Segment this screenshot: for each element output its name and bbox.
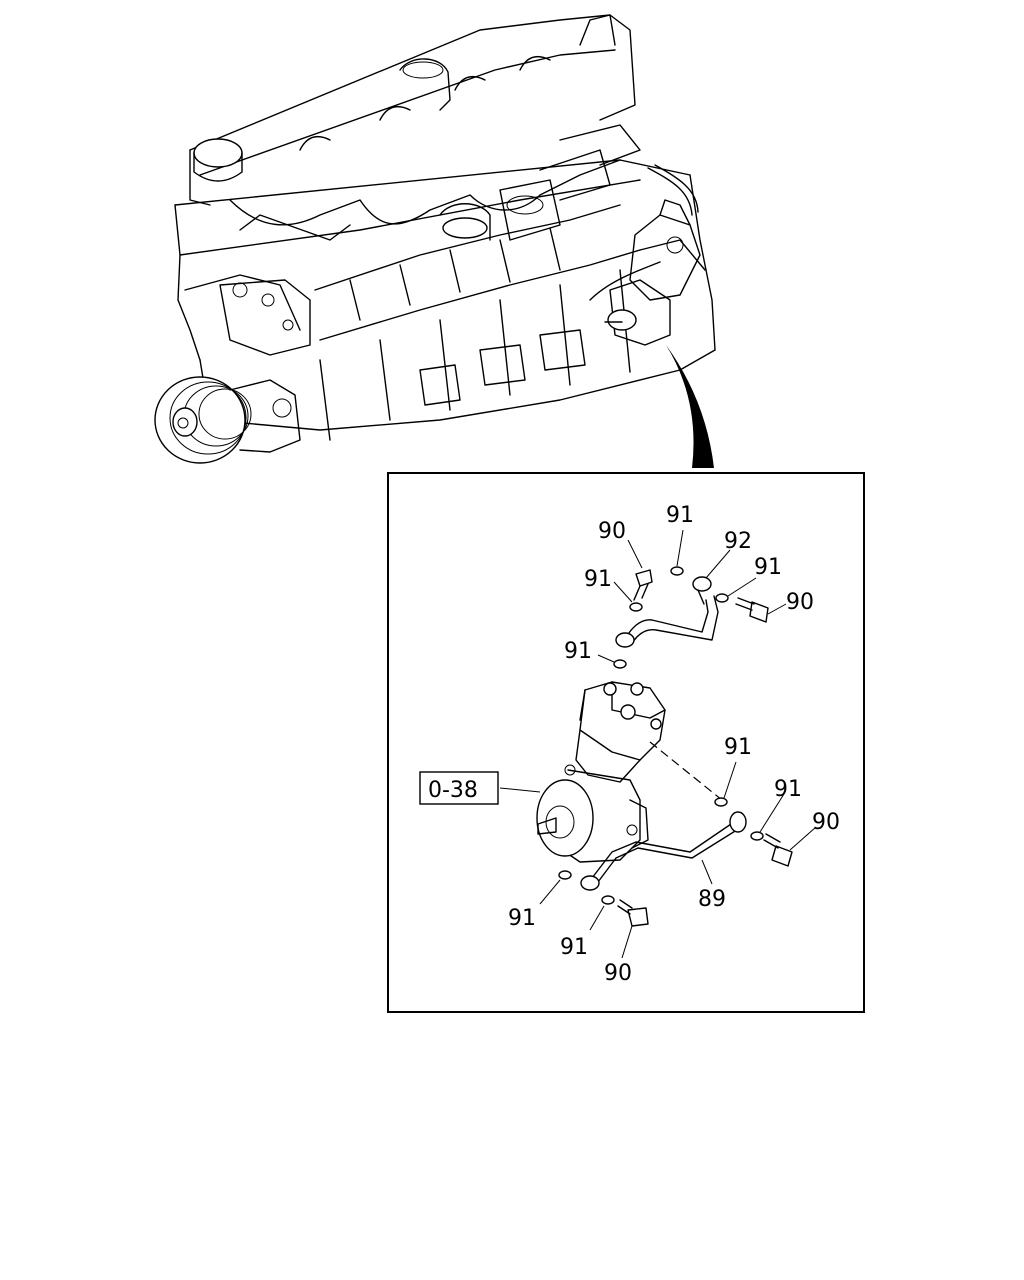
upper-oil-pipe [615,576,719,648]
detail-frame [387,472,865,1013]
label-91-bottom: 91 [560,935,588,960]
ref-box [419,771,499,805]
label-91-top: 91 [666,503,694,528]
label-91-top-right: 91 [754,555,782,580]
ref-label-0-38: 0-38 [428,778,478,803]
label-90-top-right: 90 [786,590,814,615]
lower-fasteners [558,797,793,927]
label-92: 92 [724,529,752,554]
injection-pump [536,681,723,863]
label-90-bottom: 90 [604,961,632,986]
engine-overview-drawing [154,14,716,468]
label-91-right-lower: 91 [774,777,802,802]
lower-oil-pipe [580,811,747,891]
upper-fasteners [613,566,769,669]
label-90-top-left: 90 [598,519,626,544]
label-90-right-lower: 90 [812,810,840,835]
leader-lines [499,529,817,959]
label-89: 89 [698,887,726,912]
label-91-left-upper: 91 [584,567,612,592]
label-91-right-mid: 91 [724,735,752,760]
label-91-left-mid: 91 [564,639,592,664]
label-91-bottom-left: 91 [508,906,536,931]
